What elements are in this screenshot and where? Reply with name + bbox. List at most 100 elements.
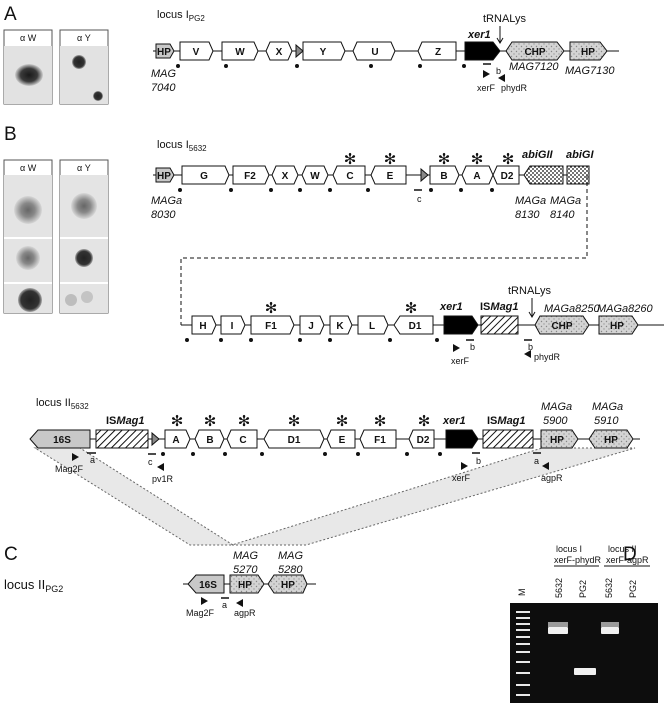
locus-i-5632: locus I5632 HP G F2 X W C E B A D2 abiGI… — [151, 139, 594, 325]
svg-text:HP: HP — [238, 580, 252, 591]
label-xer1: xer1 — [467, 29, 491, 41]
locus-i-pg2: locus IPG2 HP V W X Y U Z xer1 CHP HP tR… — [151, 9, 619, 94]
svg-text:W: W — [310, 171, 320, 182]
svg-text:8030: 8030 — [151, 209, 176, 221]
svg-text:16S: 16S — [53, 435, 71, 446]
svg-text:B: B — [440, 171, 447, 182]
blot-b-alpha-y: α Y — [77, 163, 91, 173]
locus-ii-5632: locus II5632 16S ISMag1 A B C D1 E F1 D2… — [29, 397, 640, 546]
svg-text:D2: D2 — [501, 171, 514, 182]
svg-text:5910: 5910 — [594, 415, 619, 427]
svg-text:E: E — [387, 171, 394, 182]
svg-text:b: b — [528, 342, 533, 352]
svg-text:MAGa: MAGa — [592, 401, 623, 413]
svg-text:Mag2F: Mag2F — [186, 608, 215, 618]
primer-arrow-left — [498, 74, 505, 82]
svg-text:b: b — [496, 66, 501, 76]
gene-xer1 — [464, 41, 501, 61]
blot-b-alpha-w: α W — [20, 163, 37, 173]
svg-text:xerF: xerF — [477, 83, 496, 93]
svg-text:D1: D1 — [288, 435, 301, 446]
svg-text:5270: 5270 — [233, 564, 258, 576]
svg-text:MAG7130: MAG7130 — [565, 65, 615, 77]
svg-text:xer1: xer1 — [442, 415, 466, 427]
svg-text:H: H — [199, 321, 206, 332]
gene-z — [417, 41, 457, 61]
svg-text:Mag2F: Mag2F — [55, 464, 84, 474]
svg-text:✻: ✻ — [238, 412, 251, 430]
gene-w — [221, 41, 259, 61]
svg-text:B: B — [206, 435, 213, 446]
svg-text:J: J — [308, 321, 314, 332]
locus-i-5632-continued: H I F1 J K L D1 xer1 ISMag1 CHP HP ✻ ✻ t… — [181, 285, 664, 366]
svg-text:phydR: phydR — [534, 352, 561, 362]
svg-text:E: E — [339, 435, 346, 446]
svg-text:Z: Z — [435, 47, 441, 58]
blot-a: α W α Y — [3, 29, 109, 105]
colony-spot — [16, 246, 40, 270]
svg-text:MAG7120: MAG7120 — [509, 61, 559, 73]
svg-text:✻: ✻ — [171, 412, 184, 430]
colony-spot — [72, 55, 86, 69]
svg-text:abiGI: abiGI — [566, 149, 594, 161]
svg-text:b: b — [476, 456, 481, 466]
svg-text:pv1R: pv1R — [152, 474, 174, 484]
svg-text:CHP: CHP — [551, 321, 572, 332]
locus-i-pg2-title: locus I — [157, 9, 189, 21]
svg-text:8140: 8140 — [550, 209, 575, 221]
svg-text:xerF-phydR: xerF-phydR — [554, 555, 602, 565]
svg-text:agpR: agpR — [541, 473, 563, 483]
svg-text:F2: F2 — [244, 171, 256, 182]
svg-text:PG2: PG2 — [628, 580, 638, 598]
svg-text:K: K — [336, 321, 344, 332]
gene-hp-2 — [569, 41, 608, 61]
svg-text:C: C — [239, 435, 246, 446]
svg-text:MAG: MAG — [233, 550, 259, 562]
label-trna: tRNALys — [483, 13, 526, 25]
svg-text:locus I: locus I — [556, 544, 582, 554]
svg-text:✻: ✻ — [265, 299, 278, 317]
svg-text:✻: ✻ — [204, 412, 217, 430]
svg-text:C: C — [346, 171, 353, 182]
svg-text:✻: ✻ — [344, 150, 357, 168]
svg-text:xer1: xer1 — [439, 301, 463, 313]
svg-text:L: L — [369, 321, 375, 332]
gene-v — [179, 41, 214, 61]
svg-text:tRNALys: tRNALys — [508, 285, 551, 297]
svg-text:X: X — [276, 47, 283, 58]
svg-text:F1: F1 — [374, 435, 386, 446]
colony-spot — [15, 64, 43, 86]
svg-text:✻: ✻ — [384, 150, 397, 168]
svg-text:W: W — [235, 47, 245, 58]
svg-text:xerF: xerF — [451, 356, 470, 366]
locus-i-pg2-sub: PG2 — [189, 14, 206, 23]
svg-text:CHP: CHP — [524, 47, 545, 58]
svg-text:✻: ✻ — [471, 150, 484, 168]
svg-text:Y: Y — [320, 47, 327, 58]
locus-ii-pg2: locus IIPG2 16S HP HP MAG 5270 MAG 5280 … — [4, 550, 316, 618]
svg-text:b: b — [470, 342, 475, 352]
svg-text:abiGII: abiGII — [522, 149, 554, 161]
svg-text:A: A — [172, 435, 179, 446]
panel-letter-b: B — [4, 124, 17, 145]
svg-text:locus IPG2: locus IPG2 — [157, 9, 205, 23]
colony-spot — [18, 288, 42, 312]
colony-spot — [81, 291, 93, 303]
svg-text:c: c — [148, 457, 153, 467]
svg-text:HP: HP — [281, 580, 295, 591]
recombination-site — [295, 43, 304, 59]
svg-text:HP: HP — [604, 435, 618, 446]
colony-spot — [93, 91, 103, 101]
svg-text:MAGa: MAGa — [550, 195, 581, 207]
svg-text:locus IIPG2: locus IIPG2 — [4, 577, 63, 594]
svg-text:8130: 8130 — [515, 209, 540, 221]
gene-chp — [505, 41, 565, 61]
gene-x — [265, 41, 293, 61]
svg-text:✻: ✻ — [288, 412, 301, 430]
svg-text:HP: HP — [157, 171, 171, 182]
panel-letter-d: D — [623, 544, 637, 565]
svg-text:HP: HP — [581, 47, 595, 58]
blot-a-alpha-w: α W — [20, 33, 37, 43]
svg-text:F1: F1 — [265, 321, 277, 332]
blot-b: α W α Y — [3, 159, 109, 314]
